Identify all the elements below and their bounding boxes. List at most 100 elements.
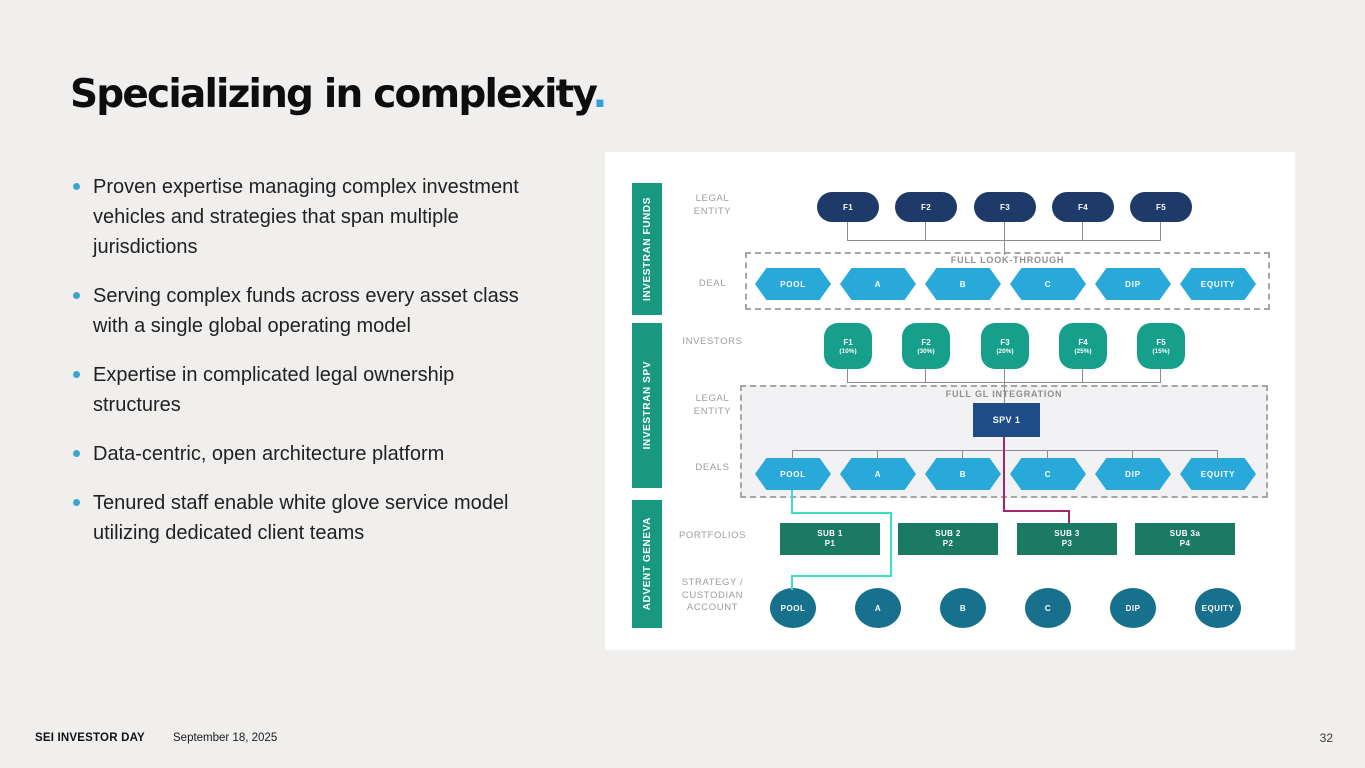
fund-node-f5: F5 — [1130, 192, 1192, 222]
investor-node-f5: F5(15%) — [1137, 323, 1185, 369]
investor-percent: (30%) — [917, 347, 935, 355]
row-label-investors: INVESTORS — [682, 336, 743, 347]
section-bar-label: INVESTRAN SPV — [641, 361, 653, 450]
portfolio-box-line1: SUB 1 — [817, 529, 843, 538]
footer-brand: SEI INVESTOR DAY — [35, 732, 145, 744]
investor-node-f4: F4(25%) — [1059, 323, 1107, 369]
bullet-list: Proven expertise managing complex invest… — [72, 172, 540, 567]
investor-percent: (15%) — [1152, 347, 1170, 355]
portfolio-box-line1: SUB 3 — [1054, 529, 1080, 538]
deal-node-pool: POOL — [755, 268, 831, 300]
connector-line — [877, 450, 878, 460]
strategy-node-equity: EQUITY — [1195, 588, 1241, 628]
fund-structure-diagram: INVESTRAN FUNDS INVESTRAN SPV ADVENT GEN… — [605, 152, 1295, 650]
bullet-text: Tenured staff enable white glove service… — [93, 492, 509, 544]
portfolio-box-line2: P3 — [1061, 539, 1073, 548]
slide-footer: SEI INVESTOR DAY September 18, 2025 32 — [0, 728, 1365, 756]
deals-node-dip: DIP — [1095, 458, 1171, 490]
investor-node-f1: F1(10%) — [824, 323, 872, 369]
section-bar-investran-spv: INVESTRAN SPV — [632, 323, 662, 488]
connector-line — [925, 222, 926, 240]
investor-name: F5 — [1156, 337, 1166, 347]
bullet-text: Serving complex funds across every asset… — [93, 285, 519, 337]
row-label-strategy-custodian-account: STRATEGY / CUSTODIAN ACCOUNT — [681, 577, 744, 613]
connector-line — [1132, 450, 1133, 460]
strategy-node-b: B — [940, 588, 986, 628]
connector-line — [1082, 222, 1083, 240]
deals-node-equity: EQUITY — [1180, 458, 1256, 490]
deal-node-c: C — [1010, 268, 1086, 300]
bullet-icon — [73, 183, 80, 190]
connector-line — [1004, 382, 1005, 403]
row-label-deal: DEAL — [698, 278, 727, 289]
row-label-legal-entity-2: LEGAL ENTITY — [693, 393, 732, 417]
connector-line — [847, 222, 848, 240]
row-label-portfolios: PORTFOLIOS — [678, 530, 747, 541]
portfolio-box-line1: SUB 2 — [935, 529, 961, 538]
bullet-icon — [73, 450, 80, 457]
list-item: Serving complex funds across every asset… — [72, 281, 540, 341]
portfolio-box-line1: SUB 3a — [1169, 529, 1201, 538]
cyan-connector-line — [791, 490, 793, 514]
bullet-text: Data-centric, open architecture platform — [93, 443, 445, 465]
investor-node-f2: F2(30%) — [902, 323, 950, 369]
purple-connector-line — [1003, 510, 1070, 512]
list-item: Proven expertise managing complex invest… — [72, 172, 540, 262]
connector-line — [1004, 240, 1005, 255]
full-look-through-box: FULL LOOK-THROUGH — [745, 252, 1270, 310]
connector-line — [1160, 222, 1161, 240]
cyan-connector-line — [791, 575, 793, 590]
spv-node: SPV 1 — [973, 403, 1040, 437]
investor-percent: (20%) — [996, 347, 1014, 355]
portfolio-box-line2: P2 — [942, 539, 954, 548]
section-bar-label: INVESTRAN FUNDS — [641, 196, 653, 301]
deals-node-a: A — [840, 458, 916, 490]
section-bar-label: ADVENT GENEVA — [641, 517, 653, 611]
investor-node-f3: F3(20%) — [981, 323, 1029, 369]
investor-name: F4 — [1078, 337, 1088, 347]
investor-name: F3 — [1000, 337, 1010, 347]
fund-node-f2: F2 — [895, 192, 957, 222]
cyan-connector-line — [791, 512, 892, 514]
deal-node-dip: DIP — [1095, 268, 1171, 300]
investor-name: F1 — [843, 337, 853, 347]
fund-node-f3: F3 — [974, 192, 1036, 222]
list-item: Tenured staff enable white glove service… — [72, 488, 540, 548]
connector-line — [1047, 450, 1048, 460]
deal-node-equity: EQUITY — [1180, 268, 1256, 300]
bullet-icon — [73, 371, 80, 378]
bullet-text: Proven expertise managing complex invest… — [93, 176, 519, 258]
list-item: Expertise in complicated legal ownership… — [72, 360, 540, 420]
fund-node-f4: F4 — [1052, 192, 1114, 222]
connector-line — [1082, 369, 1083, 382]
strategy-node-pool: POOL — [770, 588, 816, 628]
list-item: Data-centric, open architecture platform — [72, 439, 540, 469]
connector-line — [793, 450, 1218, 451]
connector-line — [792, 450, 793, 460]
section-bar-investran-funds: INVESTRAN FUNDS — [632, 183, 662, 315]
section-bar-advent-geneva: ADVENT GENEVA — [632, 500, 662, 628]
bullet-text: Expertise in complicated legal ownership… — [93, 364, 455, 416]
strategy-node-c: C — [1025, 588, 1071, 628]
deals-node-b: B — [925, 458, 1001, 490]
deals-node-pool: POOL — [755, 458, 831, 490]
connector-line — [962, 450, 963, 460]
full-look-through-label: FULL LOOK-THROUGH — [950, 255, 1065, 265]
connector-line — [1004, 222, 1005, 240]
strategy-node-dip: DIP — [1110, 588, 1156, 628]
bullet-icon — [73, 292, 80, 299]
connector-line — [925, 369, 926, 382]
cyan-connector-line — [791, 575, 892, 577]
footer-date: September 18, 2025 — [173, 732, 278, 744]
purple-connector-line — [1068, 510, 1070, 525]
row-label-deals: DEALS — [695, 462, 730, 473]
title-accent-period: . — [592, 72, 608, 117]
full-gl-integration-label: FULL GL INTEGRATION — [945, 389, 1063, 399]
investor-percent: (25%) — [1074, 347, 1092, 355]
deal-node-a: A — [840, 268, 916, 300]
investor-name: F2 — [921, 337, 931, 347]
slide-title-text: Specializing in complexity — [70, 72, 594, 117]
